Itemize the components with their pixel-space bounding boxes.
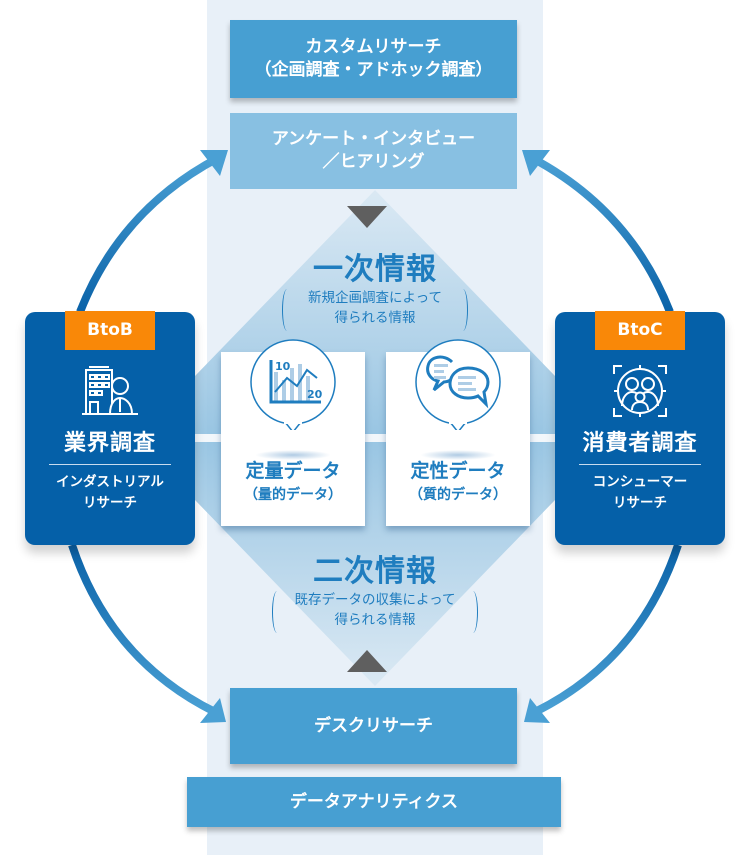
data-analytics-label: データアナリティクス: [289, 791, 459, 812]
custom-research-box: カスタムリサーチ （企画調査・アドホック調査）: [230, 20, 517, 98]
btoc-segment-card: BtoC 消費者調査 コンシューマー: [555, 311, 725, 545]
bubble-shadow: [420, 450, 496, 460]
secondary-info-description: 既存データの収集によって 得られる情報: [207, 591, 543, 630]
btob-subtitle: インダストリアル リサーチ: [25, 472, 195, 514]
btob-sub-line2: リサーチ: [83, 494, 137, 511]
arrow-btob-to-desk: [68, 543, 217, 716]
btob-title: 業界調査: [63, 431, 156, 456]
custom-research-title: カスタムリサーチ: [305, 37, 442, 58]
btoc-sub-line1: コンシューマー: [592, 474, 688, 490]
desk-research-box: デスクリサーチ: [230, 688, 517, 764]
primary-info-heading: 一次情報: [313, 252, 437, 287]
arrowhead-icon: [524, 698, 550, 723]
survey-interview-subtitle: ／ヒアリング: [322, 152, 425, 172]
qualitative-data-title: 定性データ: [410, 460, 506, 482]
paren-right-icon: [468, 591, 478, 633]
arrow-btob-to-survey: [76, 154, 220, 314]
quantitative-data-card: 10 20 定量データ （量的データ）: [221, 339, 365, 526]
secondary-info-heading: 二次情報: [313, 554, 437, 589]
btob-segment-card: BtoB 業界調査 インダストリアル: [25, 311, 195, 545]
data-analytics-box: データアナリティクス: [187, 777, 561, 827]
bar-line-chart-icon: 10 20: [250, 339, 336, 430]
custom-research-subtitle: （企画調査・アドホック調査）: [254, 60, 493, 80]
paren-right-icon: [458, 289, 468, 331]
divider: [579, 464, 701, 465]
primary-info-description: 新規企画調査によって 得られる情報: [207, 289, 543, 328]
btoc-badge: BtoC: [595, 311, 685, 350]
horizontal-connector: [190, 434, 560, 442]
building-person-icon: [82, 366, 138, 415]
divider: [49, 464, 171, 465]
speech-bubbles-icon: [415, 339, 501, 430]
triangle-up-icon: [347, 650, 387, 672]
btoc-subtitle: コンシューマー リサーチ: [555, 472, 725, 514]
desk-research-label: デスクリサーチ: [314, 715, 433, 736]
secondary-desc-line1: 既存データの収集によって: [294, 592, 456, 608]
secondary-desc-line2: 得られる情報: [334, 611, 416, 628]
btob-badge: BtoB: [65, 311, 155, 350]
triangle-down-icon: [347, 206, 387, 228]
chart-label-top: 10: [275, 360, 291, 373]
bubble-shadow: [255, 450, 331, 460]
paren-left-icon: [272, 591, 282, 633]
chart-label-bottom: 20: [307, 388, 323, 401]
family-target-icon: [613, 365, 667, 417]
qualitative-data-subtitle: （質的データ）: [409, 487, 507, 503]
btob-sub-line1: インダストリアル: [56, 474, 164, 490]
arrowhead-icon: [200, 698, 226, 723]
arrowhead-icon: [200, 150, 228, 176]
quantitative-data-subtitle: （量的データ）: [244, 487, 342, 503]
survey-interview-box: アンケート・インタビュー ／ヒアリング: [230, 113, 517, 189]
primary-desc-line1: 新規企画調査によって: [308, 290, 442, 306]
quantitative-data-title: 定量データ: [245, 460, 341, 482]
arrow-btoc-to-survey: [530, 154, 674, 314]
arrowhead-icon: [522, 150, 550, 176]
primary-desc-line2: 得られる情報: [334, 309, 416, 326]
survey-interview-title: アンケート・インタビュー: [271, 129, 476, 150]
btoc-sub-line2: リサーチ: [613, 494, 667, 511]
paren-left-icon: [282, 289, 292, 331]
qualitative-data-card: 定性データ （質的データ）: [386, 339, 530, 526]
btoc-title: 消費者調査: [582, 431, 698, 456]
arrow-btoc-to-desk: [533, 543, 682, 716]
